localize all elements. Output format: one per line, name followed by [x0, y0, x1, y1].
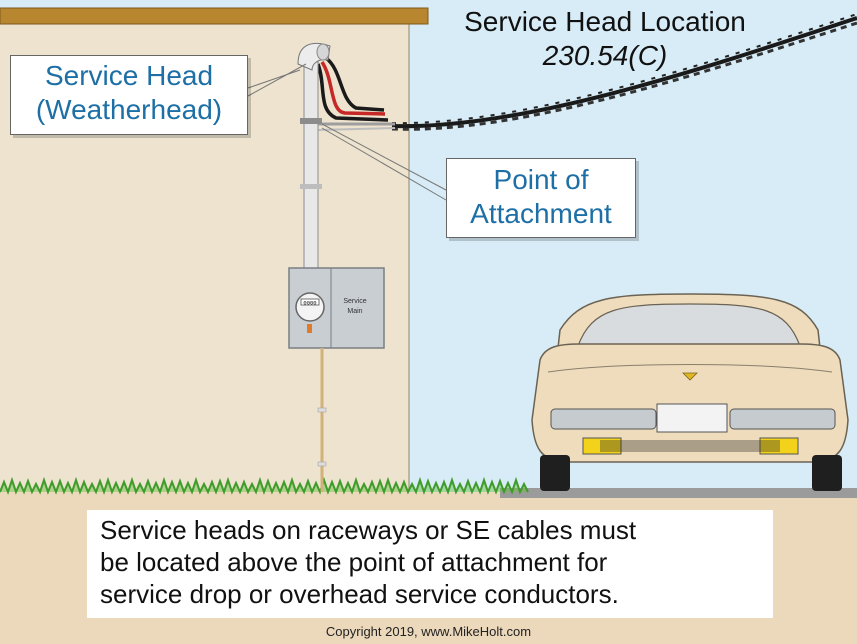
- driveway: [500, 488, 857, 498]
- caption-line3: service drop or overhead service conduct…: [100, 579, 619, 609]
- enclosure-label-service: Service: [343, 298, 366, 305]
- meter-enclosure: [288, 267, 385, 349]
- service-head-location-label: Service Head Location 230.54(C): [440, 5, 770, 73]
- conductors: [316, 56, 389, 122]
- service-head-callout-line2: (Weatherhead): [35, 94, 223, 125]
- location-code: 230.54(C): [542, 40, 668, 71]
- enclosure-label-main: Main: [347, 308, 362, 315]
- meter-icon: [295, 292, 325, 322]
- roof-edge: [0, 7, 429, 25]
- service-head-callout-line1: Service Head: [44, 60, 214, 91]
- license-plate: [656, 403, 728, 433]
- copyright-text: Copyright 2019, www.MikeHolt.com: [325, 624, 532, 639]
- attachment-callout-line2: Attachment: [470, 198, 612, 229]
- weatherhead-icon: [297, 42, 331, 71]
- service-head-callout: Service Head (Weatherhead): [10, 55, 248, 135]
- car-icon: [531, 293, 849, 491]
- strap: [300, 118, 322, 124]
- service-drop-cable: [391, 13, 857, 131]
- point-of-attachment-callout: Point of Attachment: [446, 158, 636, 238]
- caption-line2: be located above the point of attachment…: [100, 547, 608, 577]
- attachment-callout-line1: Point of: [493, 164, 589, 195]
- raceway-conduit: [303, 61, 319, 271]
- grass: [0, 476, 529, 496]
- meter-readout: 0000: [303, 300, 316, 307]
- caption-box: Service heads on raceways or SE cables m…: [87, 510, 773, 618]
- caption-line1: Service heads on raceways or SE cables m…: [100, 515, 637, 545]
- location-title: Service Head Location: [464, 6, 746, 37]
- ground-conductor: [317, 348, 327, 492]
